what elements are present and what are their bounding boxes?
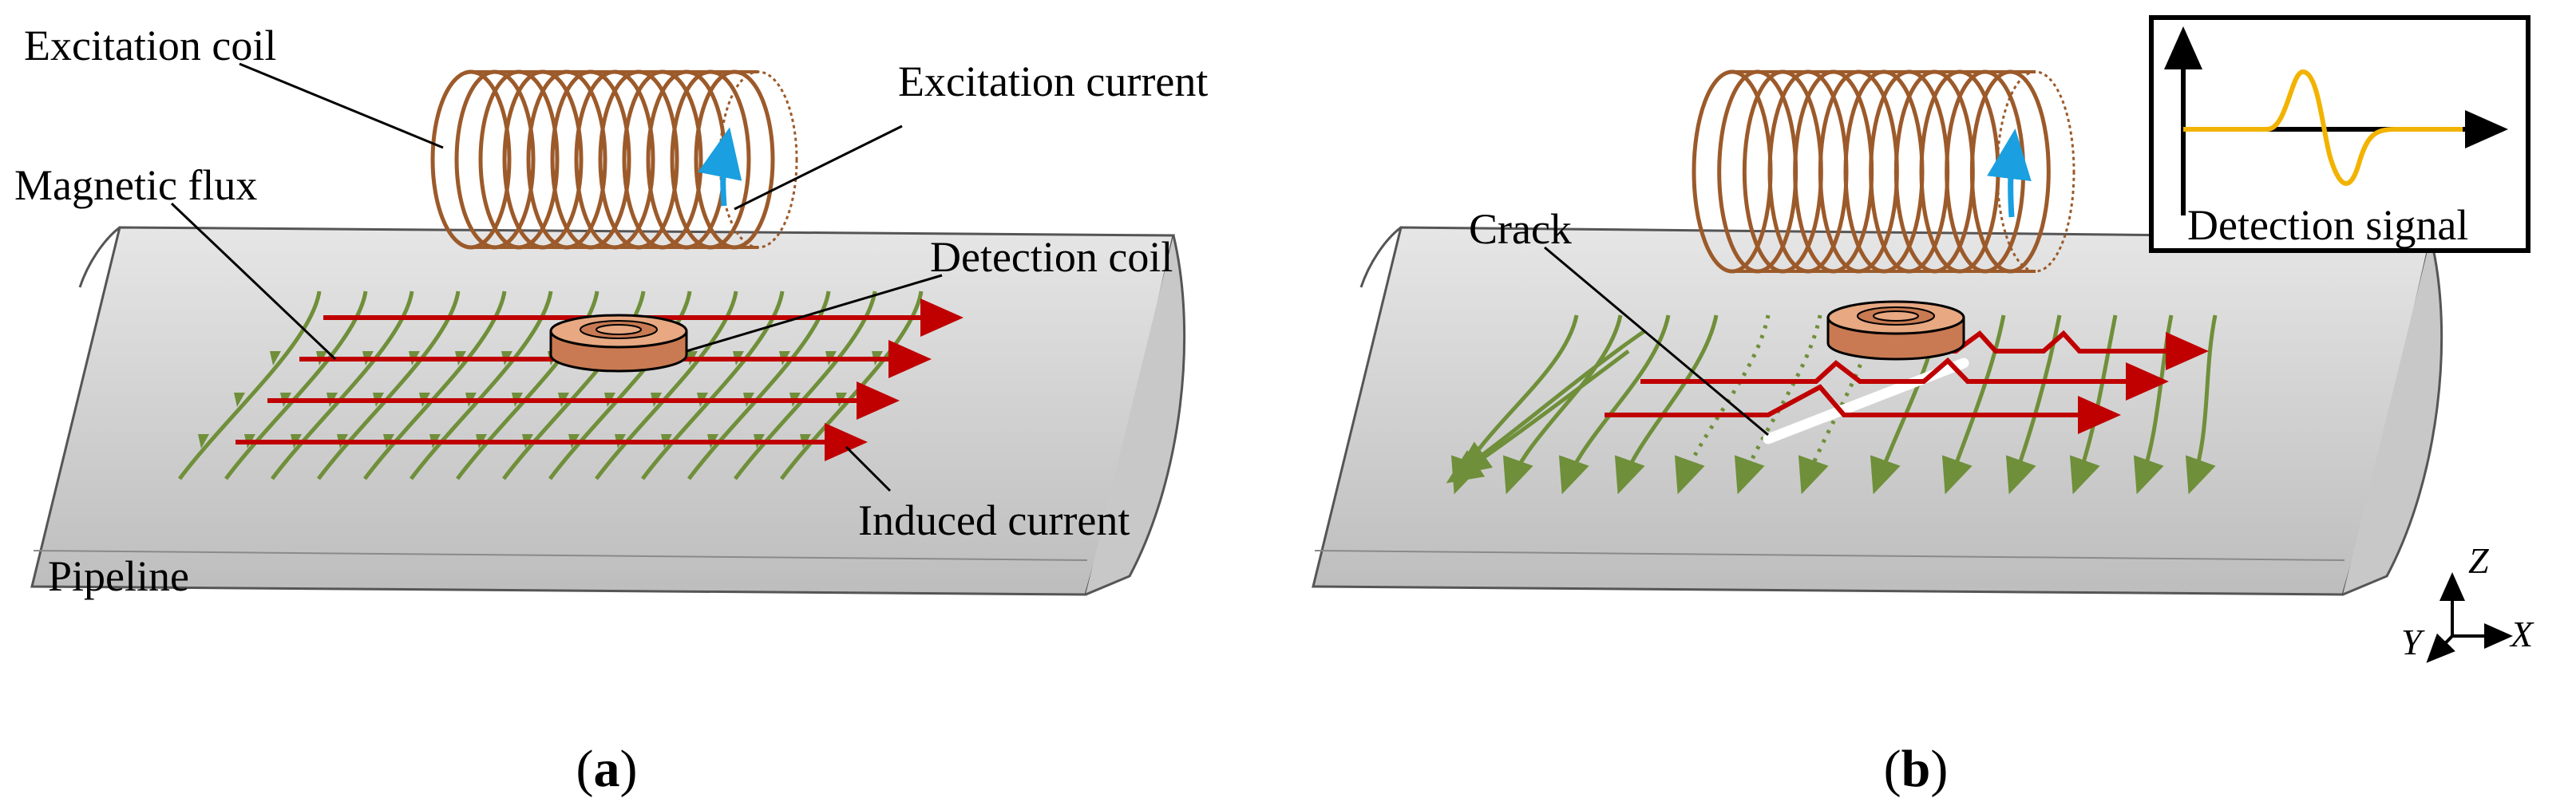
coil-turn (670, 69, 751, 250)
label-excitation-current: Excitation current (898, 57, 1208, 105)
label-detection-coil: Detection coil (930, 233, 1173, 281)
coil-turn (454, 69, 536, 250)
flux-line (641, 290, 785, 480)
flux-line (363, 290, 507, 480)
crack-leader-line (1544, 246, 1769, 437)
magnetic-flux-lines-a (178, 290, 924, 480)
coil-turn (646, 69, 727, 250)
flux-line (1502, 314, 1623, 495)
label-induced-current: Induced current (858, 496, 1130, 544)
coil-turn (622, 69, 703, 250)
flux-line (317, 290, 461, 480)
flux-line (1674, 314, 1771, 495)
flux-arrowhead (270, 351, 281, 365)
panel-a: Excitation coil Excitation current Magne… (14, 22, 1208, 798)
coil-turn (526, 69, 607, 250)
excitation-coil-a (430, 69, 798, 250)
pipeline-b (1312, 226, 2443, 596)
flux-line (780, 290, 924, 480)
flux-line (2005, 314, 2062, 495)
coil-turn (430, 69, 512, 250)
flux-line (224, 290, 368, 480)
excitation-current-arrow-b (1987, 128, 2032, 218)
detection-coil-b (1826, 300, 1965, 361)
axis-label-z: Z (2468, 540, 2489, 581)
coil-turn (502, 69, 584, 250)
label-detection-signal: Detection signal (2187, 201, 2468, 249)
label-crack: Crack (1469, 205, 1572, 253)
flux-line (1941, 314, 2006, 495)
flux-arrowhead (198, 434, 209, 448)
caption-b: (b) (1884, 740, 1949, 798)
caption-a: (a) (576, 740, 638, 798)
flux-line (2185, 314, 2218, 495)
flux-line (734, 290, 877, 480)
panel-b: Crack Detection signal Z X Y (b) (1312, 15, 2534, 798)
coil-turn (550, 69, 631, 250)
detection-signal-inset: Detection signal (2149, 15, 2530, 253)
flux-line (410, 290, 553, 480)
leader-lines-a (170, 62, 943, 492)
coil-turn (574, 69, 655, 250)
flux-line (1446, 349, 1630, 484)
coil-turn (598, 69, 679, 250)
excitation-current-arrow-a (698, 127, 742, 207)
axis-label-x: X (2509, 614, 2534, 654)
axis-label-y: Y (2401, 622, 2425, 662)
flux-line (595, 290, 738, 480)
detection-coil-a (549, 314, 688, 373)
label-pipeline: Pipeline (48, 552, 189, 600)
flux-line (178, 290, 322, 480)
flux-arrowhead (234, 393, 245, 407)
flux-line (687, 290, 831, 480)
flux-line (1734, 314, 1822, 495)
detection-signal-curve (2183, 69, 2463, 186)
coil-turn (478, 69, 560, 250)
label-magnetic-flux: Magnetic flux (14, 161, 257, 209)
flux-line (502, 290, 646, 480)
label-excitation-coil: Excitation coil (24, 22, 276, 69)
coil-turn (718, 70, 798, 249)
coordinate-axes (2426, 572, 2513, 663)
flux-line (456, 290, 599, 480)
flux-line (1614, 314, 1719, 495)
coil-turn (694, 69, 775, 250)
flux-line (271, 290, 414, 480)
flux-line (1558, 314, 1671, 495)
excitation-coil-b (1692, 69, 2075, 274)
flux-line (548, 290, 692, 480)
